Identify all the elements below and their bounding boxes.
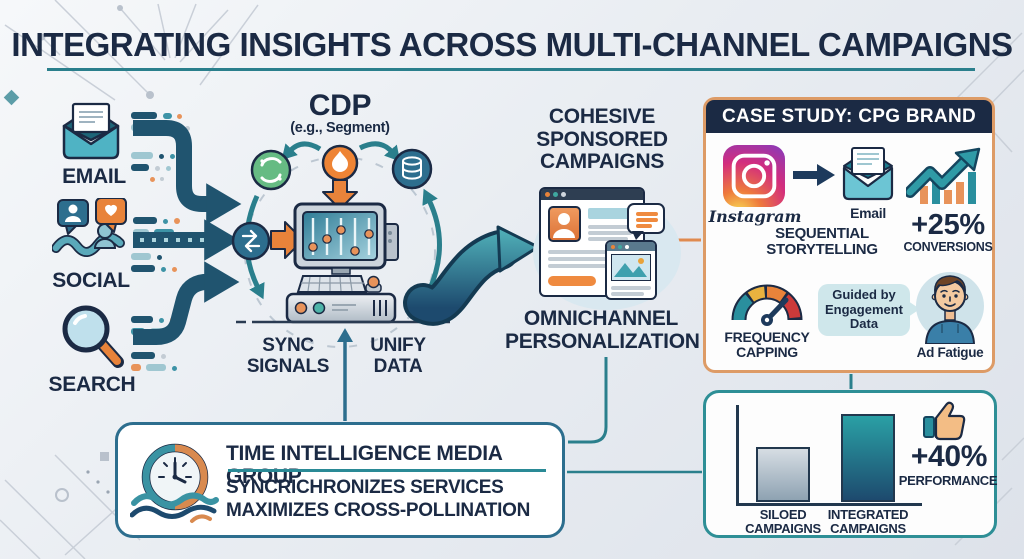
email-label: Email [850, 205, 886, 221]
case-study-header: CASE STUDY: CPG BRAND [706, 100, 992, 133]
cta-pill [548, 276, 596, 286]
instagram-icon [723, 145, 785, 207]
cdp-subtitle: (e.g., Segment) [290, 120, 390, 136]
campaign-illustration [525, 182, 690, 317]
channel-label-social: SOCIAL [52, 269, 130, 292]
conversions-label: CONVERSIONS [903, 240, 993, 254]
media-browser-window [605, 240, 657, 300]
social-bubbles-icon [52, 198, 127, 257]
thumbs-up-icon [923, 401, 966, 441]
x-axis [736, 503, 922, 506]
company-tagline-1: SYNCRICHRONIZES SERVICES [226, 477, 504, 498]
y-axis [736, 405, 739, 505]
sync-arrows-icon [231, 221, 271, 261]
person-avatar [916, 272, 984, 344]
email-icon [842, 147, 894, 201]
campaigns-heading: COHESIVE SPONSORED CAMPAIGNS [536, 105, 668, 174]
bar-label-integrated: INTEGRATED CAMPAIGNS [827, 507, 909, 537]
clock-waves-logo [130, 443, 219, 523]
arrow-right-icon [793, 164, 835, 186]
magnifier-icon [62, 305, 124, 368]
performance-chart-panel: SILOED CAMPAIGNS INTEGRATED CAMPAIGNS +4… [703, 390, 998, 538]
segment-icon [250, 149, 292, 191]
flow-arrow [403, 225, 540, 326]
sync-signals-label: SYNC SIGNALS [246, 335, 330, 377]
gauge-icon [731, 284, 803, 326]
orange-down-arrow [322, 179, 358, 210]
channel-label-email: EMAIL [62, 165, 126, 188]
browser-titlebar [541, 189, 643, 200]
sequential-storytelling-label: SEQUENTIAL STORYTELLING [766, 225, 878, 259]
company-underline [228, 469, 546, 472]
growth-chart-icon [906, 147, 981, 204]
search-arrow [133, 261, 240, 345]
conversions-value: +25% [911, 209, 985, 241]
instagram-label: Instagram [708, 207, 802, 226]
cdp-title: CDP [308, 89, 372, 122]
image-placeholder [611, 254, 651, 281]
database-icon [391, 148, 433, 190]
engagement-bubble: Guided by Engagement Data [818, 284, 920, 336]
channel-arrows [133, 120, 242, 345]
company-tagline-2: MAXIMIZES CROSS-POLLINATION [226, 500, 530, 521]
chat-bubble-card [627, 203, 665, 240]
connector-personalization [568, 357, 608, 444]
profile-avatar [548, 206, 581, 242]
bar-label-siloed: SILOED CAMPAIGNS [745, 507, 821, 537]
bar-integrated [841, 414, 895, 502]
company-panel: TIME INTELLIGENCE MEDIA GROUP SYNCRICHRO… [115, 422, 565, 538]
bar-siloed [756, 447, 810, 502]
email-arrow [133, 120, 242, 225]
envelope-icon [62, 102, 120, 160]
ad-fatigue-label: Ad Fatigue [916, 345, 984, 360]
personalization-heading: OMNICHANNEL PERSONALIZATION [505, 307, 700, 353]
channel-label-search: SEARCH [48, 373, 136, 396]
performance-label: PERFORMANCE [898, 473, 998, 488]
page-title: INTEGRATING INSIGHTS ACROSS MULTI-CHANNE… [11, 26, 1013, 63]
title-underline [47, 68, 975, 71]
frequency-capping-label: FREQUENCY CAPPING [724, 329, 810, 361]
cdp-computer-icon [285, 202, 399, 324]
case-study-panel: CASE STUDY: CPG BRAND Instagram Email +2… [703, 97, 995, 373]
flame-icon [321, 144, 359, 182]
performance-value: +40% [910, 440, 988, 473]
unify-data-label: UNIFY DATA [370, 335, 426, 377]
